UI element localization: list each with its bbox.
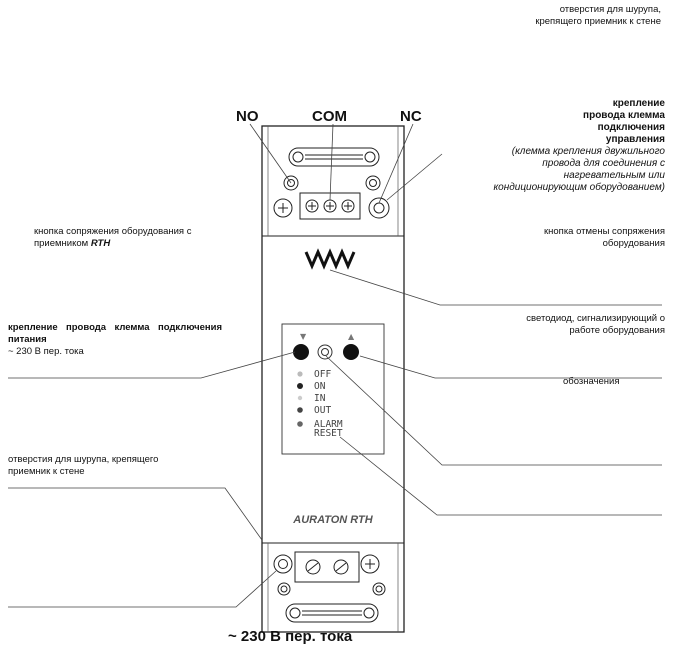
power-caption: ~ 230 В пер. тока: [228, 628, 353, 645]
terminal-com-label: COM: [312, 108, 347, 125]
cancel-pairing-label: кнопка отмены сопряжения оборудования: [543, 226, 665, 249]
legend-out: OUT: [314, 405, 331, 416]
power-terminal-block: [294, 551, 360, 583]
led-label: светодиод, сигнализирующий о работе обор…: [526, 313, 665, 336]
legend-off: OFF: [314, 369, 331, 380]
top-screw-label: отверстия для шурупа, крепящего приемник…: [535, 4, 661, 27]
brand-name: AURATON RTH: [292, 514, 374, 526]
legend-on: ON: [314, 381, 326, 392]
terminal-no-label: NO: [236, 108, 259, 125]
legend-in: IN: [314, 393, 326, 404]
legend-reset: RESET: [314, 428, 343, 439]
svg-text:▲: ▲: [348, 332, 355, 341]
markings-label: обозначения: [563, 376, 620, 387]
control-terminal-label: крепление провода клемма подключения упр…: [493, 98, 665, 193]
terminal-nc-label: NC: [400, 108, 422, 125]
pairing-button-label: кнопка сопряжения оборудования с приемни…: [34, 226, 192, 249]
wave-symbol: [304, 248, 356, 270]
bottom-mount-slot: [285, 603, 379, 623]
cancel-pairing-button: [343, 344, 359, 360]
legend-alarm: ALARM: [314, 419, 343, 430]
pairing-button: [293, 344, 309, 360]
svg-text:▼: ▼: [300, 332, 307, 341]
power-terminal-label: крепление провода клемма подключения пит…: [8, 322, 222, 357]
top-mount-slot: [288, 147, 380, 167]
bottom-screw-label: отверстия для шурупа, крепящего приемник…: [8, 454, 159, 477]
